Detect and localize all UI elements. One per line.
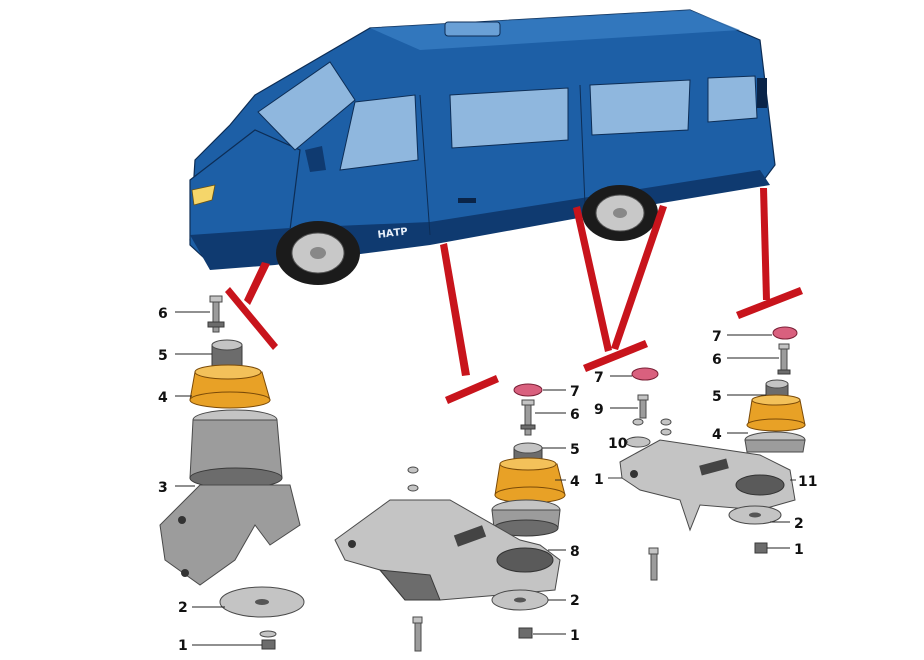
pointer-front-left-bar — [225, 287, 278, 350]
pointer-far-rear-bar — [736, 287, 803, 319]
pointer-rear-b — [611, 205, 667, 350]
spacer-ring-part — [744, 431, 806, 453]
callout-6: 6 — [570, 407, 580, 423]
front-wheel — [276, 221, 360, 285]
callout-2: 2 — [178, 600, 188, 616]
pointer-front-left — [244, 262, 270, 305]
small-washer-part — [407, 466, 419, 492]
callout-9: 9 — [594, 402, 604, 418]
front-mount-assembly — [159, 295, 305, 650]
support-bracket-part — [159, 409, 301, 586]
callout-4: 4 — [158, 390, 168, 406]
callout-5: 5 — [158, 348, 168, 364]
callout-leaders — [175, 311, 796, 646]
rear-wheel — [582, 185, 658, 241]
small-washer-part — [632, 418, 672, 436]
mount-location-pointers — [225, 188, 803, 404]
nut-part — [518, 627, 533, 639]
rubber-cushion-part — [494, 457, 566, 504]
middle-mount-assembly — [334, 383, 566, 652]
bolt-part — [520, 399, 536, 436]
callout-6: 6 — [712, 352, 722, 368]
floor-bracket-part — [334, 499, 561, 601]
callout-5: 5 — [712, 389, 722, 405]
pink-washer-part — [513, 383, 543, 397]
stud-bolt-part — [412, 616, 423, 652]
callout-5: 5 — [570, 442, 580, 458]
van-badge: ΗΑΤΡ — [377, 226, 408, 241]
callout-3: 3 — [158, 480, 168, 496]
callout-1: 1 — [570, 628, 580, 644]
rubber-cushion-part — [189, 364, 271, 409]
bolt-part — [207, 295, 225, 333]
washer-part — [728, 505, 782, 525]
van-illustration: ΗΑΤΡ — [189, 9, 776, 285]
callout-labels: 6 5 4 3 2 1 7 6 5 4 8 2 1 7 9 10 1 7 6 5… — [158, 306, 817, 654]
rubber-cushion-part — [746, 394, 806, 432]
washer-part — [491, 589, 549, 611]
pointer-rear-a — [573, 206, 612, 352]
callout-2: 2 — [794, 516, 804, 532]
nut-part — [754, 542, 768, 554]
bolt-part — [777, 343, 791, 375]
callout-11: 11 — [798, 474, 817, 490]
callout-1: 1 — [794, 542, 804, 558]
spacer-ring-part — [491, 499, 561, 537]
washer-part — [219, 586, 305, 618]
callout-4: 4 — [712, 427, 722, 443]
callout-8: 8 — [570, 544, 580, 560]
pink-washer-part — [631, 367, 659, 381]
callout-7: 7 — [570, 384, 580, 400]
bolt-part — [637, 394, 649, 419]
callout-7: 7 — [594, 370, 604, 386]
callout-10: 10 — [608, 436, 628, 452]
pink-washer-part — [772, 326, 798, 340]
plate-washer-part — [625, 436, 651, 448]
pointer-far-rear — [760, 188, 770, 300]
pointer-rear-bar — [583, 340, 648, 372]
callout-7: 7 — [712, 329, 722, 345]
stud-bolt-part — [648, 547, 659, 581]
pointer-middle — [440, 243, 470, 376]
callout-4: 4 — [570, 474, 580, 490]
pointer-middle-bar — [445, 375, 499, 404]
rear-mount-assembly — [619, 326, 806, 581]
callout-1: 1 — [594, 472, 604, 488]
callout-6: 6 — [158, 306, 168, 322]
callout-1: 1 — [178, 638, 188, 654]
callout-2: 2 — [570, 593, 580, 609]
nut-part — [259, 630, 277, 650]
